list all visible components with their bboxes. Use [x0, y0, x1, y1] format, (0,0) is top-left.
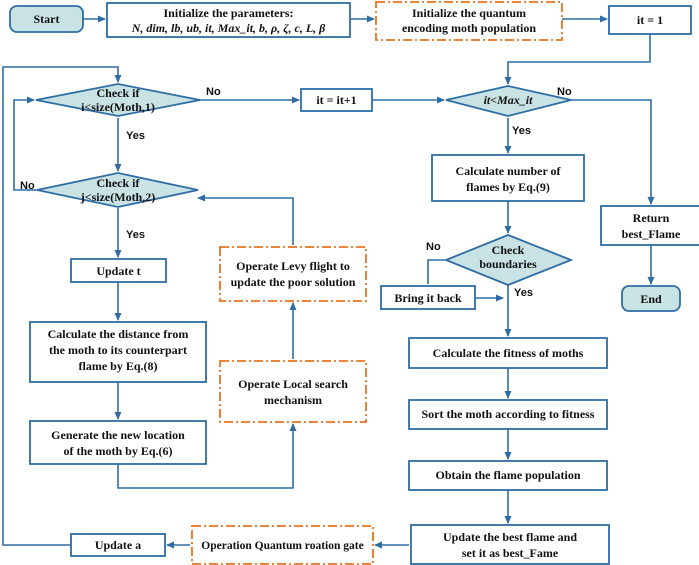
it-max-decision: it<Max_it [445, 85, 572, 117]
check-j-decision: Check if j<size(Moth,2) [36, 172, 199, 208]
init-parameters-line-1: Initialize the parameters: [164, 6, 294, 20]
calc-distance-line-3: flame by Eq.(8) [79, 359, 158, 373]
edge-labels: No Yes No Yes No Yes No Yes [20, 86, 572, 299]
init-population-line-2: encoding moth population [402, 21, 536, 35]
new-location-line-1: Generate the new location [51, 428, 185, 442]
check-boundaries-line-2: boundaries [479, 257, 537, 271]
boundaries-yes-label: Yes [514, 287, 533, 299]
num-flames-line-2: flames by Eq.(9) [466, 180, 550, 194]
sort-box: Sort the moth according to fitness [408, 399, 608, 430]
quantum-gate-box: Operation Quantum roation gate [191, 525, 374, 565]
levy-flight-line-1: Operate Levy flight to [236, 259, 350, 273]
check-i-yes-label: Yes [126, 130, 145, 142]
update-best-box: Update the best flame and set it as best… [410, 524, 610, 565]
init-population-box: Initialize the quantum encoding moth pop… [375, 1, 563, 41]
local-search-line-2: mechanism [264, 393, 322, 407]
init-parameters-box: Initialize the parameters: N, dim, lb, u… [106, 2, 351, 38]
check-j-line-1: Check if [97, 176, 141, 190]
return-best-line-1: Return [633, 211, 670, 225]
boundaries-no-label: No [426, 241, 441, 253]
update-best-line-1: Update the best flame and [443, 530, 577, 544]
check-j-no-label: No [20, 180, 35, 192]
new-location-box: Generate the new location of the moth by… [29, 420, 207, 465]
it-increment-box: it = it+1 [300, 88, 373, 112]
end-node: End [621, 285, 681, 312]
fitness-label: Calculate the fitness of moths [433, 346, 584, 360]
calc-distance-box: Calculate the distance from the moth to … [29, 321, 207, 383]
check-i-line-1: Check if [97, 86, 141, 100]
update-t-box: Update t [70, 258, 167, 283]
flame-population-box: Obtain the flame population [408, 460, 608, 491]
connectors [2, 15, 655, 549]
update-a-box: Update a [70, 533, 166, 557]
bring-back-box: Bring it back [380, 285, 476, 310]
init-population-line-1: Initialize the quantum [412, 6, 526, 20]
num-flames-box: Calculate number of flames by Eq.(9) [431, 154, 585, 202]
num-flames-line-1: Calculate number of [455, 164, 561, 178]
it-max-no-label: No [557, 86, 572, 98]
fitness-box: Calculate the fitness of moths [408, 337, 608, 369]
check-i-decision: Check if i<size(Moth,1) [35, 83, 201, 117]
local-search-box: Operate Local search mechanism [219, 360, 367, 423]
start-node: Start [9, 5, 84, 33]
check-i-no-label: No [206, 86, 221, 98]
quantum-gate-label: Operation Quantum roation gate [201, 540, 363, 552]
check-boundaries-decision: Check boundaries [443, 234, 574, 286]
check-boundaries-line-1: Check [492, 243, 525, 257]
levy-flight-box: Operate Levy flight to update the poor s… [219, 246, 367, 302]
it-increment-label: it = it+1 [316, 93, 356, 107]
calc-distance-line-2: the moth to its counterpart [49, 343, 187, 357]
bring-back-label: Bring it back [394, 291, 462, 305]
check-j-line-2: j<size(Moth,2) [80, 190, 155, 204]
update-t-label: Update t [96, 264, 140, 278]
end-label: End [640, 292, 662, 306]
return-best-box: Return best_Flame [600, 205, 699, 246]
return-best-line-2: best_Flame [622, 227, 681, 241]
it-init-label: it = 1 [637, 13, 663, 27]
it-max-yes-label: Yes [512, 125, 531, 137]
local-search-line-1: Operate Local search [238, 377, 348, 391]
calc-distance-line-1: Calculate the distance from [48, 327, 189, 341]
it-max-label: it<Max_it [484, 93, 534, 107]
new-location-line-2: of the moth by Eq.(6) [63, 444, 172, 458]
update-best-line-2: set it as best_Fame [462, 546, 559, 560]
init-parameters-line-2: N, dim, lb, ub, it, Max_it, b, ρ, ζ, c, … [131, 21, 326, 35]
check-j-yes-label: Yes [126, 229, 145, 241]
sort-label: Sort the moth according to fitness [422, 407, 595, 421]
levy-flight-line-2: update the poor solution [231, 275, 356, 289]
flame-population-label: Obtain the flame population [435, 468, 580, 482]
check-i-line-2: i<size(Moth,1) [81, 100, 155, 114]
update-a-label: Update a [95, 538, 141, 552]
start-label: Start [34, 12, 60, 26]
it-init-box: it = 1 [608, 5, 692, 35]
